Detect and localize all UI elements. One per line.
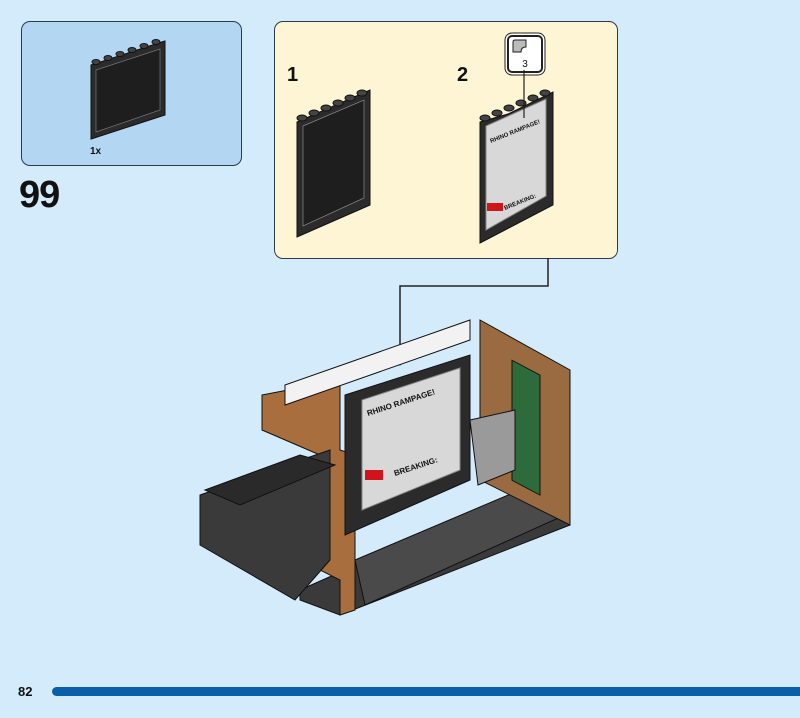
- part-panel-icon: [90, 39, 166, 140]
- sticker-callout: 3: [507, 35, 543, 73]
- part-quantity: 1x: [90, 146, 102, 157]
- page-number: 82: [18, 684, 33, 699]
- connector-line: [399, 258, 549, 360]
- panel-substep-2: RHINO RAMPAGE! BREAKING:: [479, 70, 554, 244]
- sticker-number: 3: [522, 59, 528, 70]
- substep-2-number: 2: [457, 64, 469, 86]
- main-model: RHINO RAMPAGE! BREAKING:: [199, 319, 571, 616]
- progress-bar: [52, 687, 800, 696]
- step-number: 99: [19, 174, 60, 216]
- substep-1-number: 1: [287, 64, 299, 86]
- panel-substep-1: [296, 89, 371, 238]
- sticker-icon: [512, 39, 527, 53]
